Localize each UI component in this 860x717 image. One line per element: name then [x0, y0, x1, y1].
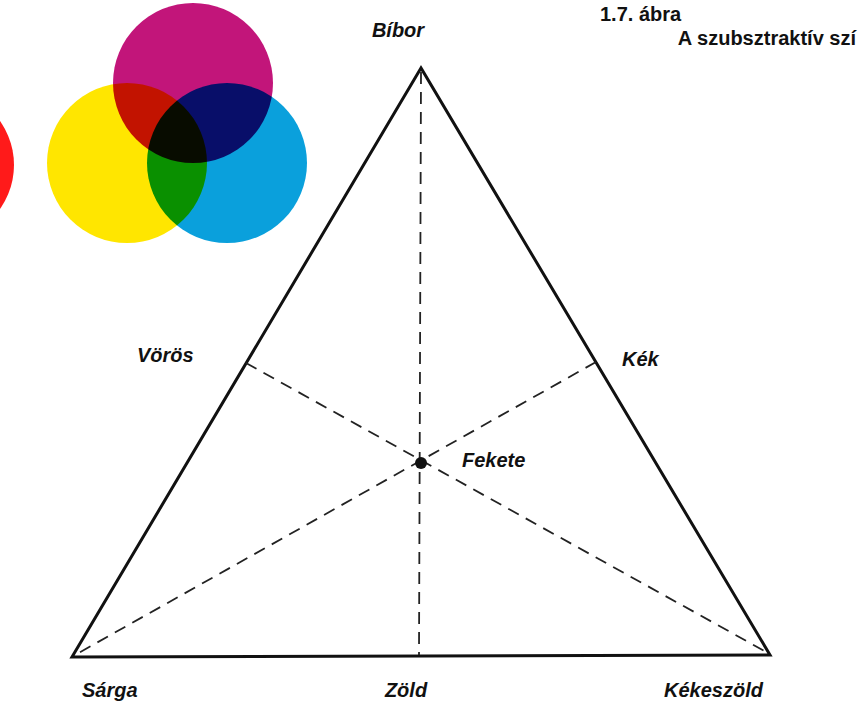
midpoint-label: Kék — [622, 347, 659, 371]
color-triangle — [72, 68, 770, 657]
figure-number: 1.7. ábra — [600, 2, 681, 26]
midpoint-label: Vörös — [137, 343, 194, 367]
vertex-label: Kékeszöld — [664, 678, 763, 702]
dashed-line — [75, 362, 596, 655]
center-label: Fekete — [462, 448, 525, 472]
center-dot — [415, 457, 427, 469]
midpoint-label: Zöld — [385, 678, 427, 702]
vertex-label: Bíbor — [372, 18, 424, 42]
color-circles — [0, 3, 307, 243]
dashed-line — [419, 72, 421, 655]
cyan-circle — [147, 83, 307, 243]
red-circle — [0, 89, 14, 241]
figure-caption: A szubsztraktív szí — [678, 26, 856, 50]
dashed-lines — [75, 72, 768, 655]
vertex-label: Sárga — [82, 678, 138, 702]
dashed-line — [246, 363, 768, 653]
